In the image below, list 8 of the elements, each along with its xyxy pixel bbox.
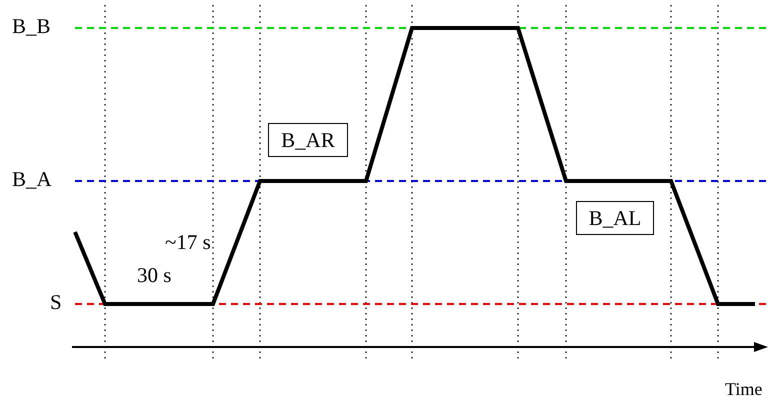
level-label: S — [50, 292, 62, 313]
phase-label-box: B_AL — [576, 201, 654, 235]
level-label: B_B — [12, 16, 51, 37]
duration-label: ~17 s — [165, 232, 211, 253]
level-label: B_A — [12, 169, 52, 190]
phase-label-box: B_AR — [268, 123, 348, 157]
duration-label: 30 s — [137, 265, 172, 286]
axis-label: Time — [725, 380, 762, 398]
